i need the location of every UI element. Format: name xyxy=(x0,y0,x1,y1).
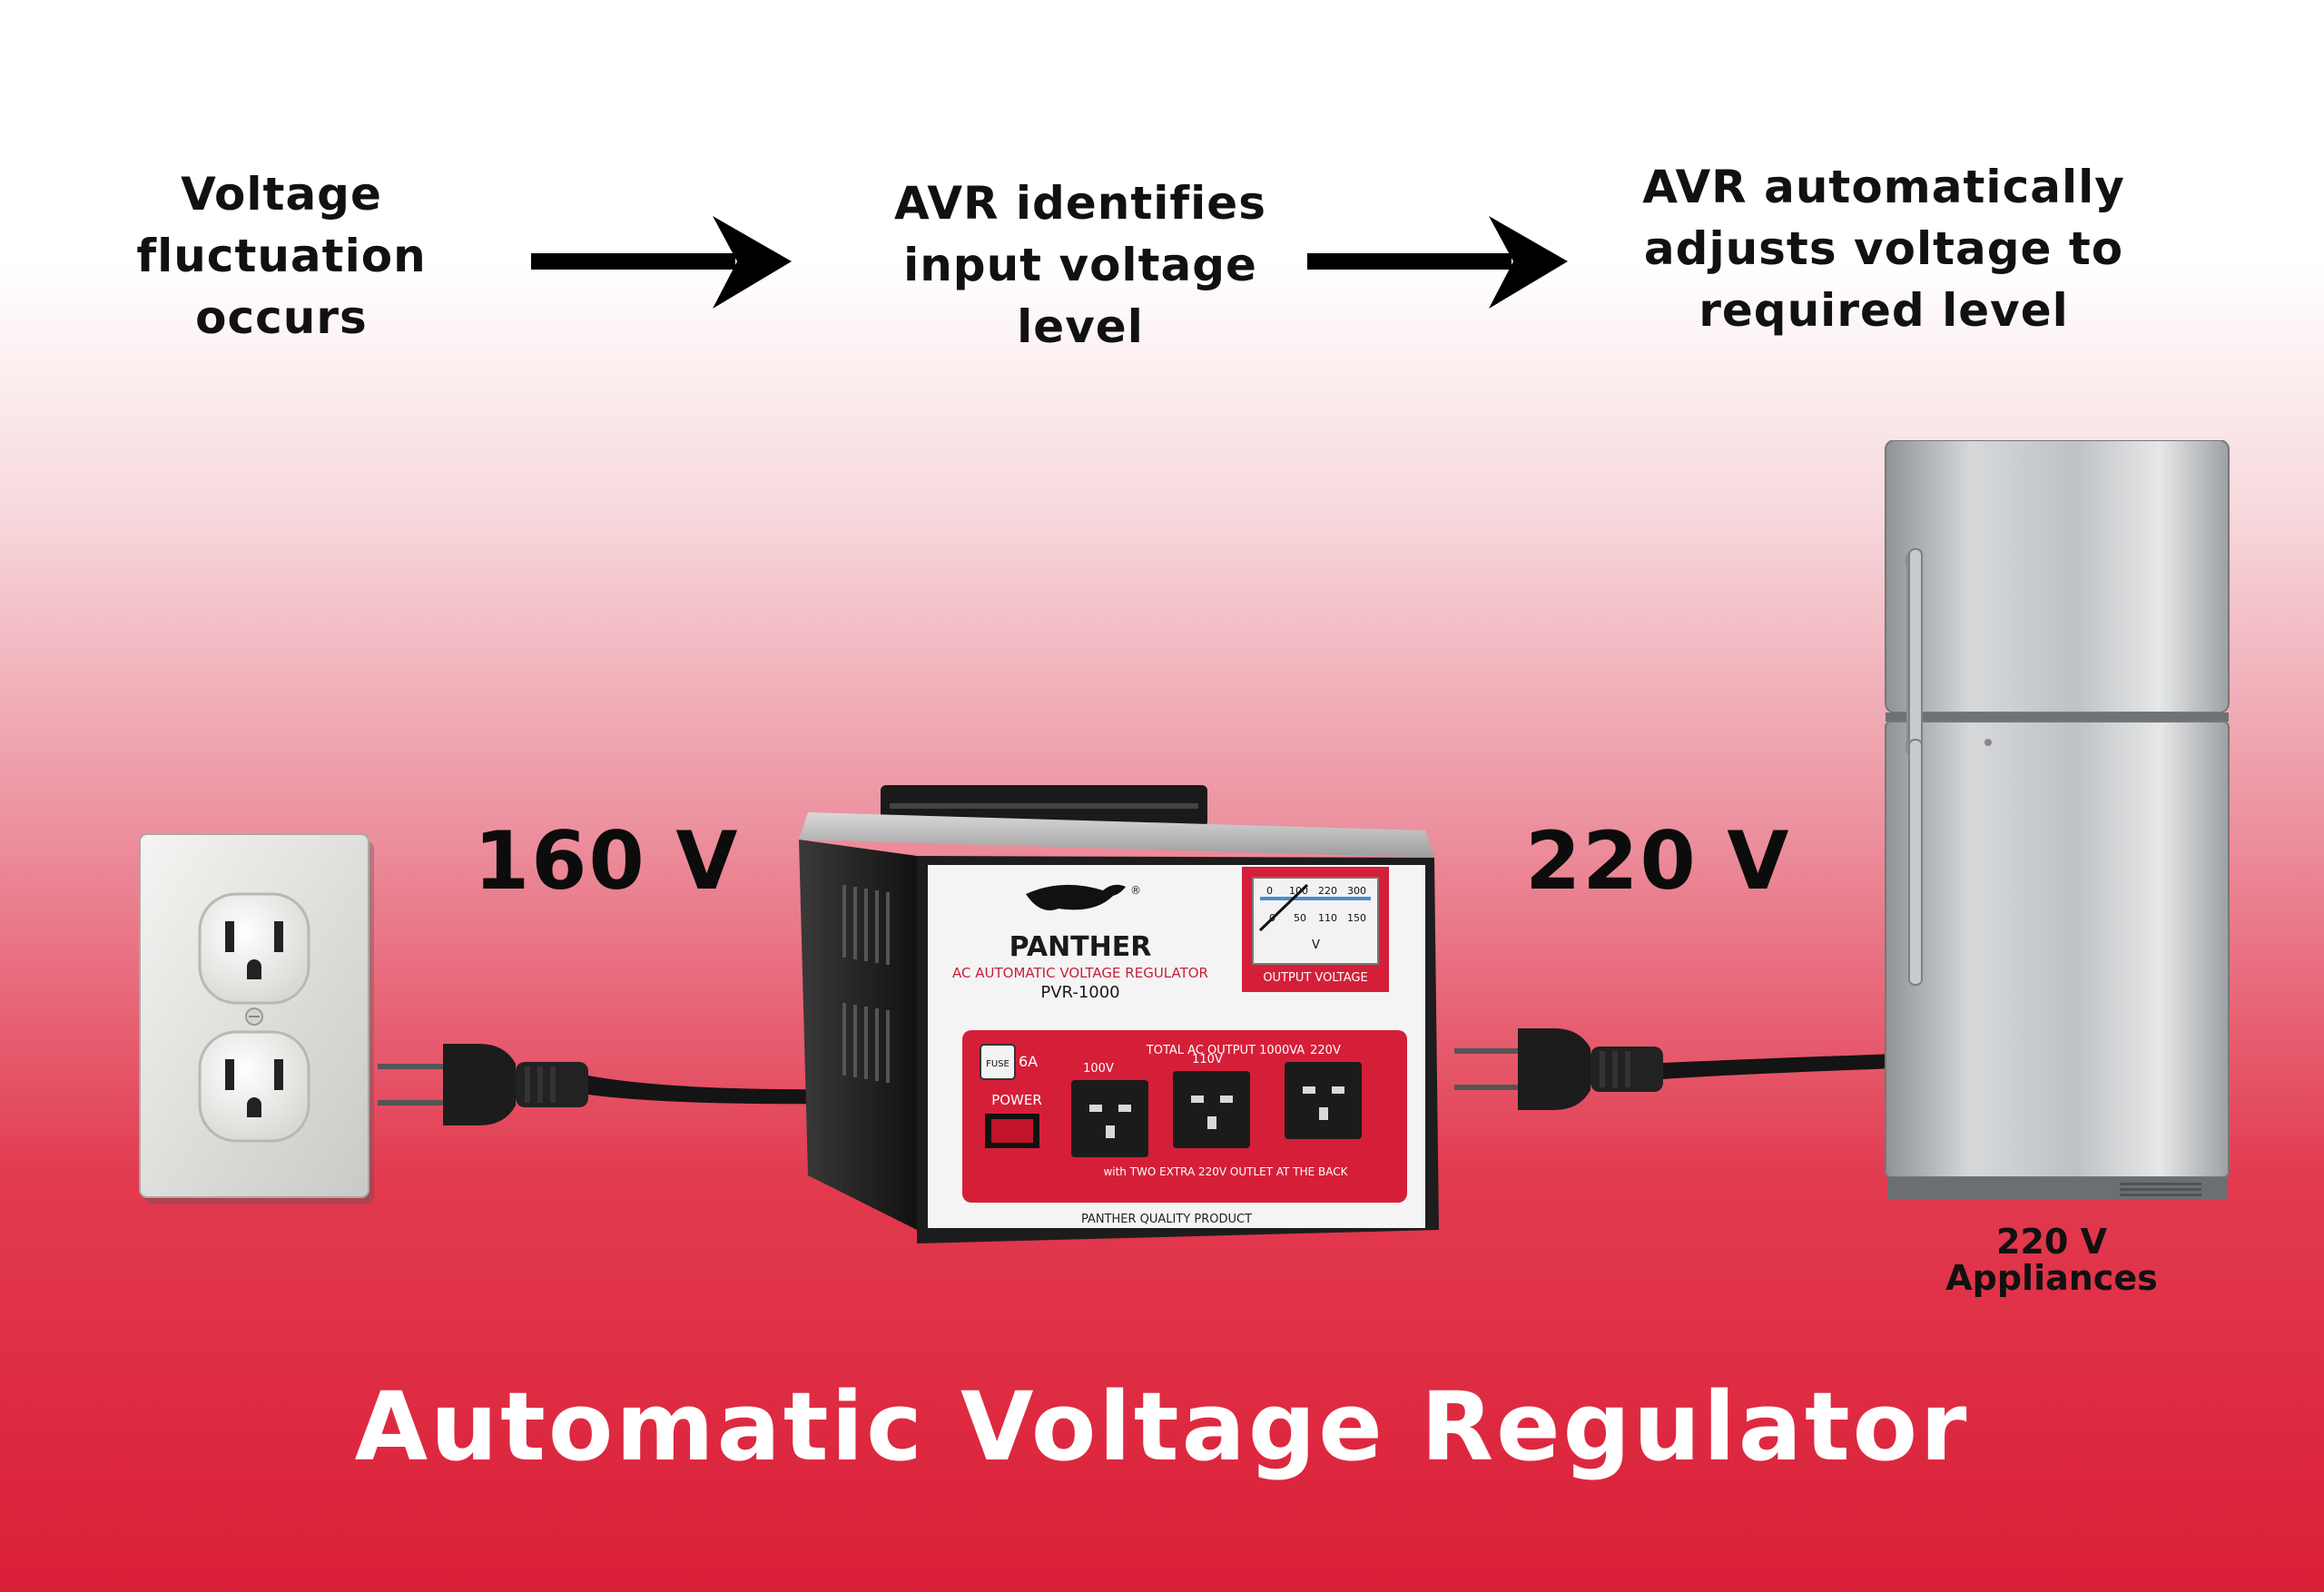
svg-text:220V: 220V xyxy=(1310,1044,1341,1057)
svg-text:POWER: POWER xyxy=(991,1092,1042,1108)
voltage-regulator-unit: PANTHER ® AC AUTOMATIC VOLTAGE REGULATOR… xyxy=(799,785,1439,1243)
regulator-brand: PANTHER xyxy=(1009,931,1152,963)
wall-outlet-icon xyxy=(139,833,374,1204)
input-plug-cord-icon xyxy=(378,1044,844,1125)
step-voltage-fluctuation: Voltage fluctuation occurs xyxy=(136,168,427,344)
right-arrow-icon xyxy=(531,216,792,309)
right-arrow-icon xyxy=(1307,216,1568,309)
svg-text:TOTAL AC OUTPUT 1000VA: TOTAL AC OUTPUT 1000VA xyxy=(1146,1044,1305,1057)
svg-text:0: 0 xyxy=(1269,912,1275,924)
svg-text:FUSE: FUSE xyxy=(986,1059,1009,1069)
step-avr-adjusts: AVR automatically adjusts voltage to req… xyxy=(1642,161,2125,337)
svg-text:V: V xyxy=(1312,938,1320,952)
output-plug-cord-icon xyxy=(1454,1028,1897,1110)
svg-text:6A: 6A xyxy=(1019,1053,1038,1070)
svg-text:100: 100 xyxy=(1289,885,1308,897)
svg-text:110: 110 xyxy=(1318,912,1337,924)
input-voltage-label: 160 V xyxy=(474,814,740,908)
svg-text:110V: 110V xyxy=(1192,1053,1223,1066)
svg-text:0: 0 xyxy=(1266,885,1273,897)
regulator-model: PVR-1000 xyxy=(1040,983,1119,1002)
svg-text:100V: 100V xyxy=(1083,1062,1114,1076)
step-avr-identifies: AVR identifies input voltage level xyxy=(894,177,1266,353)
appliance-label: 220 V Appliances xyxy=(1945,1222,2158,1298)
svg-text:150: 150 xyxy=(1347,912,1366,924)
svg-text:50: 50 xyxy=(1294,912,1306,924)
svg-text:220: 220 xyxy=(1318,885,1337,897)
refrigerator-icon xyxy=(1885,440,2230,1199)
svg-text:with TWO EXTRA 220V OUTLET AT: with TWO EXTRA 220V OUTLET AT THE BACK xyxy=(1103,1165,1348,1178)
meter-label: OUTPUT VOLTAGE xyxy=(1263,971,1367,985)
svg-text:PANTHER QUALITY PRODUCT: PANTHER QUALITY PRODUCT xyxy=(1081,1213,1252,1226)
registered-mark: ® xyxy=(1130,884,1141,897)
svg-text:300: 300 xyxy=(1347,885,1366,897)
page-title: Automatic Voltage Regulator xyxy=(354,1371,1970,1482)
regulator-subtitle: AC AUTOMATIC VOLTAGE REGULATOR xyxy=(952,965,1208,981)
output-voltage-label: 220 V xyxy=(1525,814,1791,908)
